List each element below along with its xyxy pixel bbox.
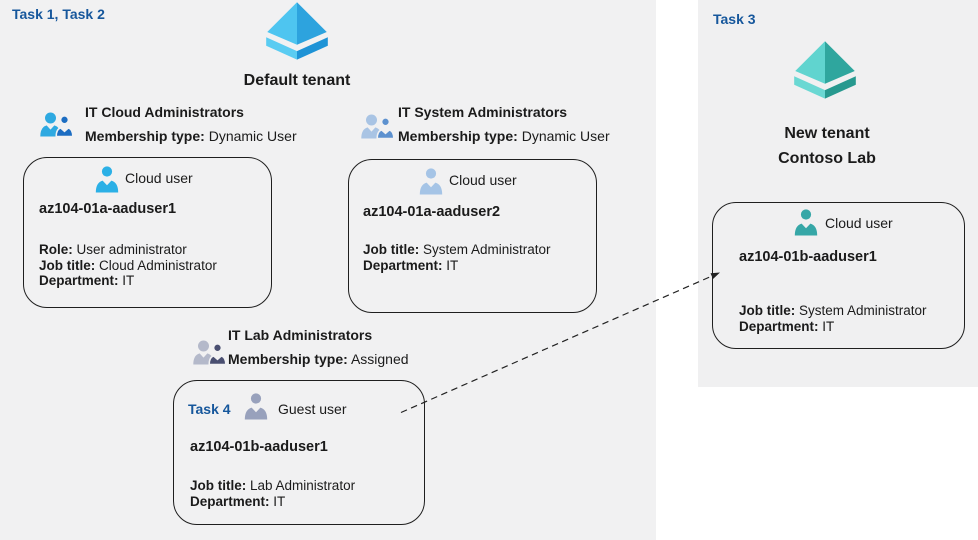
- new-tenant-azure-ad-icon: [794, 41, 856, 99]
- card-cloud-user-2: Cloud user az104-01a-aaduser2 Job title:…: [348, 159, 597, 313]
- user-attributes: Job title: System Administrator Departme…: [739, 303, 927, 334]
- attr-row: Department: IT: [739, 319, 927, 335]
- group-icon-lab-admins: [193, 340, 226, 366]
- attr-row: Job title: Lab Administrator: [190, 478, 355, 494]
- membership-value: Dynamic User: [208, 128, 297, 144]
- group-title-system-admins: IT System Administrators: [398, 104, 568, 120]
- attr-value: Lab Administrator: [250, 478, 356, 493]
- membership-line-system-admins: Membership type: Dynamic User: [398, 128, 610, 144]
- user-attributes: Job title: System Administrator Departme…: [363, 242, 551, 273]
- attr-row: Job title: System Administrator: [739, 303, 927, 319]
- membership-label: Membership type:: [398, 128, 518, 144]
- attr-value: IT: [822, 318, 835, 334]
- attr-label: Job title:: [363, 242, 420, 257]
- guest-user-icon: [244, 393, 268, 420]
- card-cloud-user-1: Cloud user az104-01a-aaduser1 Role: User…: [23, 157, 272, 308]
- user-type-label: Cloud user: [825, 215, 893, 231]
- attr-label: Department:: [363, 257, 443, 273]
- membership-line-cloud-admins: Membership type: Dynamic User: [85, 128, 297, 144]
- attr-value: User administrator: [76, 242, 187, 257]
- task-3-label: Task 3: [713, 11, 756, 27]
- new-tenant-name-line2: Contoso Lab: [778, 150, 876, 167]
- default-tenant-azure-ad-icon: [266, 2, 328, 60]
- task-4-label: Task 4: [188, 401, 231, 417]
- attr-label: Job title:: [190, 478, 247, 493]
- attr-label: Role:: [39, 242, 73, 257]
- attr-row: Department: IT: [190, 494, 355, 510]
- user-attributes: Role: User administrator Job title: Clou…: [39, 242, 217, 289]
- membership-line-lab-admins: Membership type: Assigned: [228, 351, 409, 367]
- attr-row: Job title: System Administrator: [363, 242, 551, 258]
- attr-label: Job title:: [39, 257, 96, 273]
- group-title-cloud-admins: IT Cloud Administrators: [85, 104, 244, 120]
- cloud-user-icon: [95, 166, 119, 193]
- attr-value: IT: [122, 273, 135, 288]
- user-type-label: Guest user: [278, 401, 347, 417]
- user-type-label: Cloud user: [449, 172, 517, 188]
- attr-row: Department: IT: [363, 258, 551, 274]
- card-new-tenant-user: Cloud user az104-01b-aaduser1 Job title:…: [712, 202, 965, 349]
- cloud-user-icon: [794, 209, 818, 236]
- attr-row: Job title: Cloud Administrator: [39, 258, 217, 274]
- new-tenant-name-line1: New tenant: [784, 125, 870, 142]
- user-name: az104-01a-aaduser2: [363, 204, 501, 220]
- user-attributes: Job title: Lab Administrator Department:…: [190, 478, 355, 509]
- attr-value: Cloud Administrator: [99, 257, 217, 273]
- group-title-lab-admins: IT Lab Administrators: [228, 327, 373, 343]
- attr-row: Department: IT: [39, 273, 217, 289]
- default-tenant-region: [0, 0, 656, 540]
- attr-value: System Administrator: [799, 303, 927, 318]
- attr-label: Department:: [190, 493, 270, 509]
- attr-label: Department:: [739, 318, 819, 334]
- user-name: az104-01b-aaduser1: [190, 439, 328, 455]
- task-1-2-label: Task 1, Task 2: [12, 6, 105, 22]
- user-name: az104-01a-aaduser1: [39, 201, 177, 217]
- attr-label: Job title:: [739, 303, 796, 318]
- membership-value: Assigned: [350, 351, 409, 367]
- group-icon-system-admins: [361, 114, 394, 140]
- attr-value: IT: [273, 493, 286, 509]
- user-type-label: Cloud user: [125, 170, 193, 186]
- group-icon-cloud-admins: [40, 112, 73, 138]
- attr-value: IT: [446, 257, 459, 273]
- attr-row: Role: User administrator: [39, 242, 217, 258]
- membership-label: Membership type:: [85, 128, 205, 144]
- membership-value: Dynamic User: [521, 128, 610, 144]
- cloud-user-icon: [419, 168, 443, 195]
- card-guest-user: Task 4 Guest user az104-01b-aaduser1 Job…: [173, 380, 425, 525]
- default-tenant-name: Default tenant: [243, 72, 351, 89]
- user-name: az104-01b-aaduser1: [739, 249, 877, 265]
- membership-label: Membership type:: [228, 351, 348, 367]
- attr-value: System Administrator: [423, 242, 551, 257]
- attr-label: Department:: [39, 273, 119, 288]
